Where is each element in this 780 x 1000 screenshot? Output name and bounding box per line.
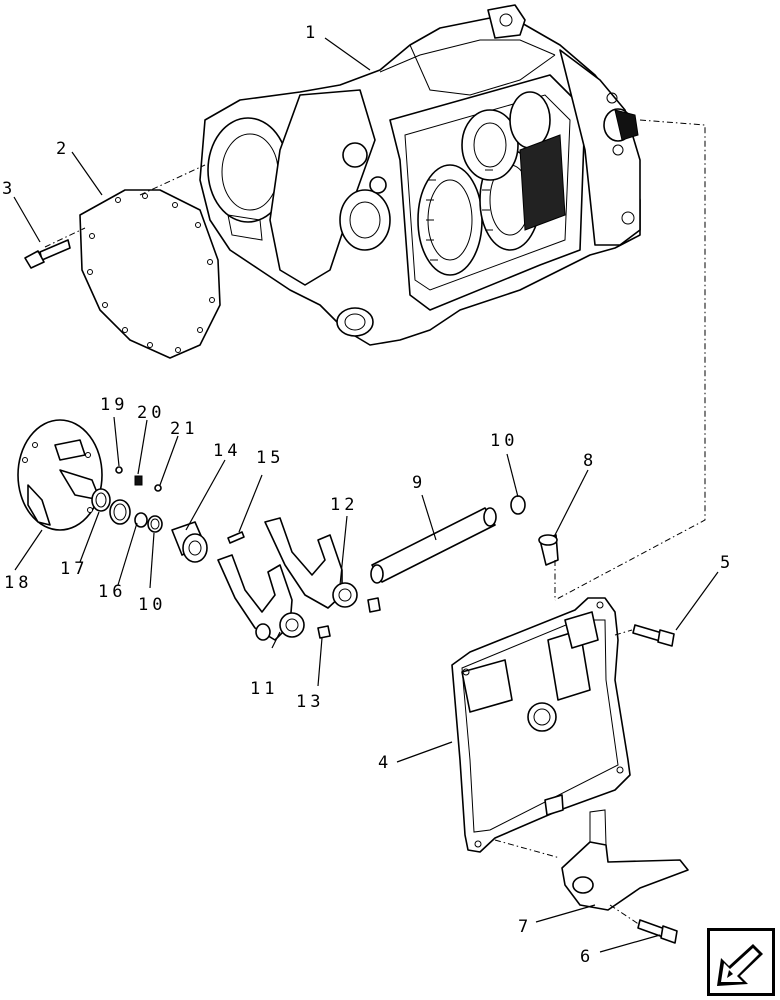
callout-labels: 1 2 3 4 5 6 7 8 9 10 10 11 12 13 14 15 1…: [2, 23, 734, 967]
callout-14: 14: [213, 441, 241, 461]
gear-cluster: [417, 91, 566, 276]
callout-15: 15: [256, 448, 284, 468]
callout-9: 9: [412, 473, 426, 493]
bolt-3: [24, 239, 71, 269]
shift-fork-lower: [217, 554, 331, 641]
callout-17: 17: [60, 559, 88, 579]
cover-plate: [451, 597, 631, 853]
bolt-5: [632, 624, 675, 647]
callout-20: 20: [137, 403, 165, 423]
callout-19: 19: [100, 395, 128, 415]
callout-2: 2: [56, 139, 70, 159]
previous-page-button[interactable]: [707, 928, 775, 996]
callout-16: 16: [98, 582, 126, 602]
shift-rail: [370, 495, 526, 584]
small-parts: [91, 466, 163, 533]
shift-disc: [17, 419, 103, 531]
callout-7: 7: [518, 917, 532, 937]
gasket: [79, 189, 221, 359]
callout-11: 11: [250, 679, 278, 699]
callout-13: 13: [296, 692, 324, 712]
collar: [171, 521, 245, 563]
previous-page-arrow-icon: [707, 928, 775, 996]
callout-10-upper: 10: [490, 431, 518, 451]
assembly-lines: [44, 119, 706, 926]
callout-21: 21: [170, 419, 198, 439]
bolt-6: [637, 919, 678, 944]
callout-1: 1: [305, 23, 319, 43]
shift-fork-upper: [264, 517, 381, 613]
callout-18: 18: [4, 573, 32, 593]
callout-10-lower: 10: [138, 595, 166, 615]
leader-lines: [13, 37, 719, 953]
callout-6: 6: [580, 947, 594, 967]
callout-12: 12: [330, 495, 358, 515]
gearbox-housing: [199, 4, 641, 346]
callout-3: 3: [2, 179, 16, 199]
callout-5: 5: [720, 553, 734, 573]
callout-8: 8: [583, 451, 597, 471]
plug: [538, 534, 559, 566]
bracket: [561, 809, 689, 911]
callout-4: 4: [378, 753, 392, 773]
